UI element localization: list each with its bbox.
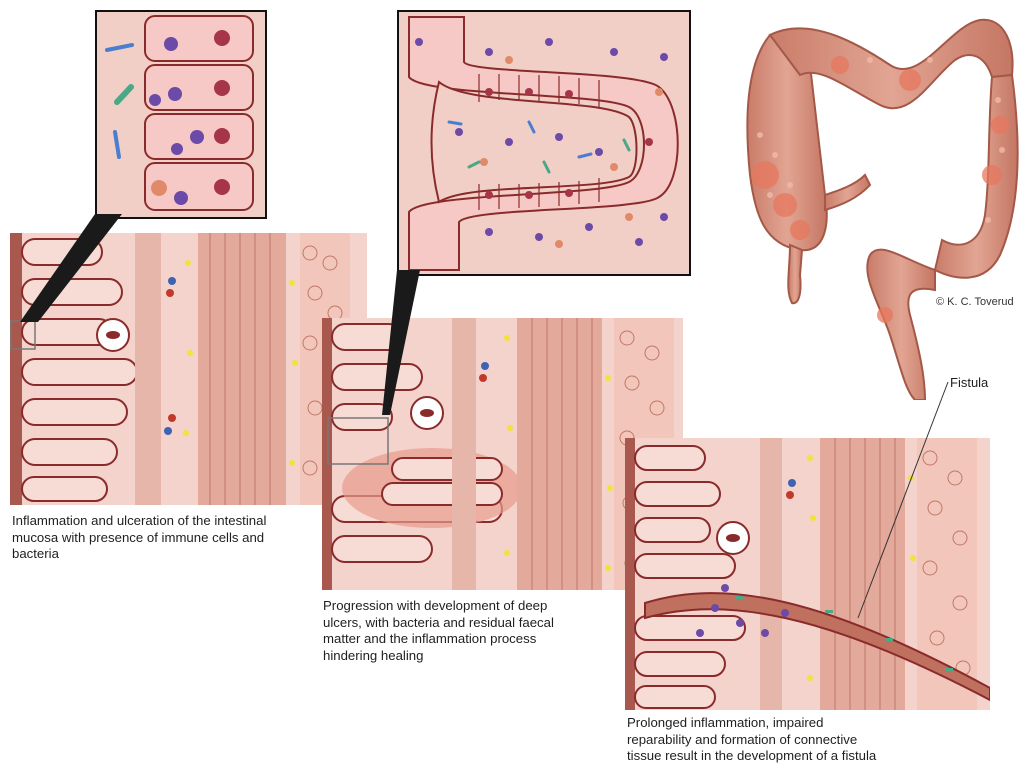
caption-stage1: Inflammation and ulceration of the intes… xyxy=(12,513,266,563)
tissue-section-stage3 xyxy=(625,438,990,710)
caption-line: ulcers, with bacteria and residual faeca… xyxy=(323,615,554,632)
caption-stage3: Prolonged inflammation, impaired reparab… xyxy=(627,715,876,765)
credit-label: © K. C. Toverud xyxy=(936,296,1014,308)
caption-stage2: Progression with development of deep ulc… xyxy=(323,598,554,664)
caption-line: hindering healing xyxy=(323,648,554,665)
caption-line: reparability and formation of connective xyxy=(627,732,876,749)
caption-line: matter and the inflammation process xyxy=(323,631,554,648)
caption-line: tissue result in the development of a fi… xyxy=(627,748,876,765)
caption-line: Progression with development of deep xyxy=(323,598,554,615)
caption-line: mucosa with presence of immune cells and xyxy=(12,530,266,547)
zoom-box-crypt-detail xyxy=(397,10,691,276)
tissue-section-stage1 xyxy=(10,233,367,505)
fistula-label: Fistula xyxy=(950,375,988,390)
zoom-box-mucosa-detail xyxy=(95,10,267,219)
caption-line: Inflammation and ulceration of the intes… xyxy=(12,513,266,530)
caption-line: bacteria xyxy=(12,546,266,563)
colon-illustration xyxy=(730,5,1030,400)
caption-line: Prolonged inflammation, impaired xyxy=(627,715,876,732)
